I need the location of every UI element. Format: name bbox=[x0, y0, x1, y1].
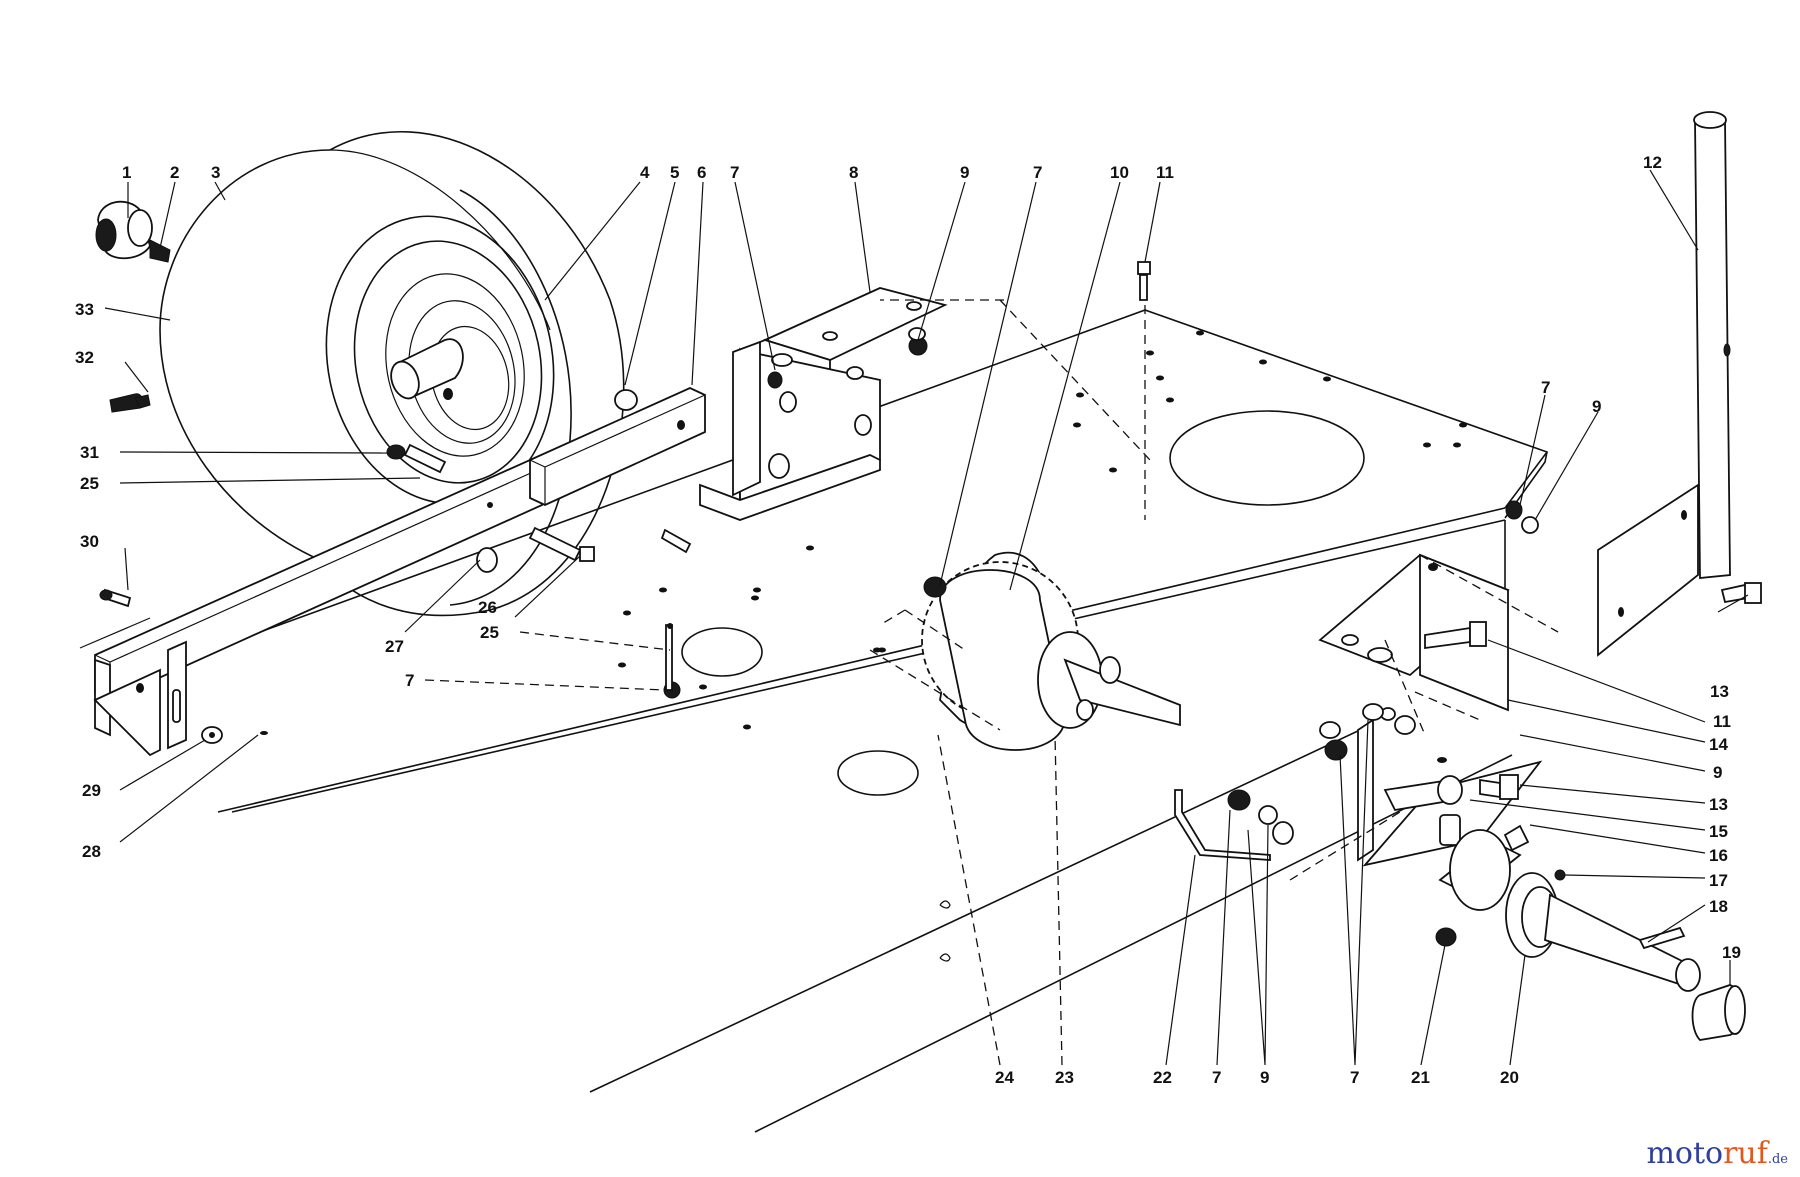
small-hardware bbox=[663, 261, 1539, 861]
callout-7d: 7 bbox=[1541, 378, 1550, 397]
valve-stem bbox=[109, 393, 151, 413]
callout-7e: 7 bbox=[1212, 1068, 1221, 1087]
callout-31: 31 bbox=[80, 443, 99, 462]
callout-13b: 13 bbox=[1709, 795, 1728, 814]
axle-bracket bbox=[699, 287, 948, 521]
leader-lines bbox=[104, 169, 1749, 1066]
axle-bolts bbox=[99, 389, 692, 744]
callout-1: 1 bbox=[122, 163, 131, 182]
callout-14: 14 bbox=[1709, 735, 1728, 754]
callout-9a: 9 bbox=[960, 163, 969, 182]
callout-19: 19 bbox=[1722, 943, 1741, 962]
callout-7a: 7 bbox=[730, 163, 739, 182]
callout-27: 27 bbox=[385, 637, 404, 656]
callout-25b: 25 bbox=[480, 623, 499, 642]
callout-30: 30 bbox=[80, 532, 99, 551]
steering-post bbox=[1597, 111, 1762, 657]
callout-12: 12 bbox=[1643, 153, 1662, 172]
callout-8: 8 bbox=[849, 163, 858, 182]
callout-28: 28 bbox=[82, 842, 101, 861]
tire bbox=[159, 131, 625, 617]
motoruf-watermark: motoruf.de bbox=[1646, 1136, 1788, 1171]
callout-11b: 11 bbox=[1713, 712, 1731, 731]
callout-32: 32 bbox=[75, 348, 94, 367]
callout-labels: 1 2 3 4 5 6 7 8 9 7 10 11 12 33 32 31 25… bbox=[75, 153, 1741, 1087]
callout-9d: 9 bbox=[1260, 1068, 1269, 1087]
callout-3: 3 bbox=[211, 163, 220, 182]
callout-20: 20 bbox=[1500, 1068, 1519, 1087]
shaft-and-pulley bbox=[1505, 872, 1746, 1041]
callout-17: 17 bbox=[1709, 871, 1728, 890]
callout-24: 24 bbox=[995, 1068, 1014, 1087]
callout-6: 6 bbox=[697, 163, 706, 182]
watermark-brand-a: moto bbox=[1646, 1136, 1724, 1171]
callout-25a: 25 bbox=[80, 474, 99, 493]
callout-7b: 7 bbox=[1033, 163, 1042, 182]
watermark-brand-b: ruf bbox=[1723, 1136, 1768, 1171]
callout-26: 26 bbox=[478, 598, 497, 617]
callout-10: 10 bbox=[1110, 163, 1129, 182]
callout-11a: 11 bbox=[1156, 163, 1174, 182]
callout-22: 22 bbox=[1153, 1068, 1172, 1087]
callout-9b: 9 bbox=[1592, 397, 1601, 416]
callout-7f: 7 bbox=[1350, 1068, 1359, 1087]
callout-16: 16 bbox=[1709, 846, 1728, 865]
callout-13a: 13 bbox=[1710, 682, 1729, 701]
callout-2: 2 bbox=[170, 163, 179, 182]
callout-18: 18 bbox=[1709, 897, 1728, 916]
right-bracket bbox=[1318, 553, 1510, 735]
sprocket bbox=[869, 552, 1181, 751]
callout-4: 4 bbox=[640, 163, 650, 182]
callout-15: 15 bbox=[1709, 822, 1728, 841]
callout-5: 5 bbox=[670, 163, 679, 182]
wheel-rim bbox=[325, 215, 555, 505]
callout-7c: 7 bbox=[405, 671, 414, 690]
axle-bar-inner bbox=[529, 387, 706, 506]
axle-bar-outer bbox=[79, 458, 543, 757]
hub-cap bbox=[95, 200, 171, 263]
callout-29: 29 bbox=[82, 781, 101, 800]
callout-23: 23 bbox=[1055, 1068, 1074, 1087]
callout-21: 21 bbox=[1411, 1068, 1430, 1087]
callout-33: 33 bbox=[75, 300, 94, 319]
bearing-collar bbox=[1435, 824, 1566, 947]
watermark-suffix: .de bbox=[1767, 1152, 1788, 1167]
callout-9c: 9 bbox=[1713, 763, 1722, 782]
